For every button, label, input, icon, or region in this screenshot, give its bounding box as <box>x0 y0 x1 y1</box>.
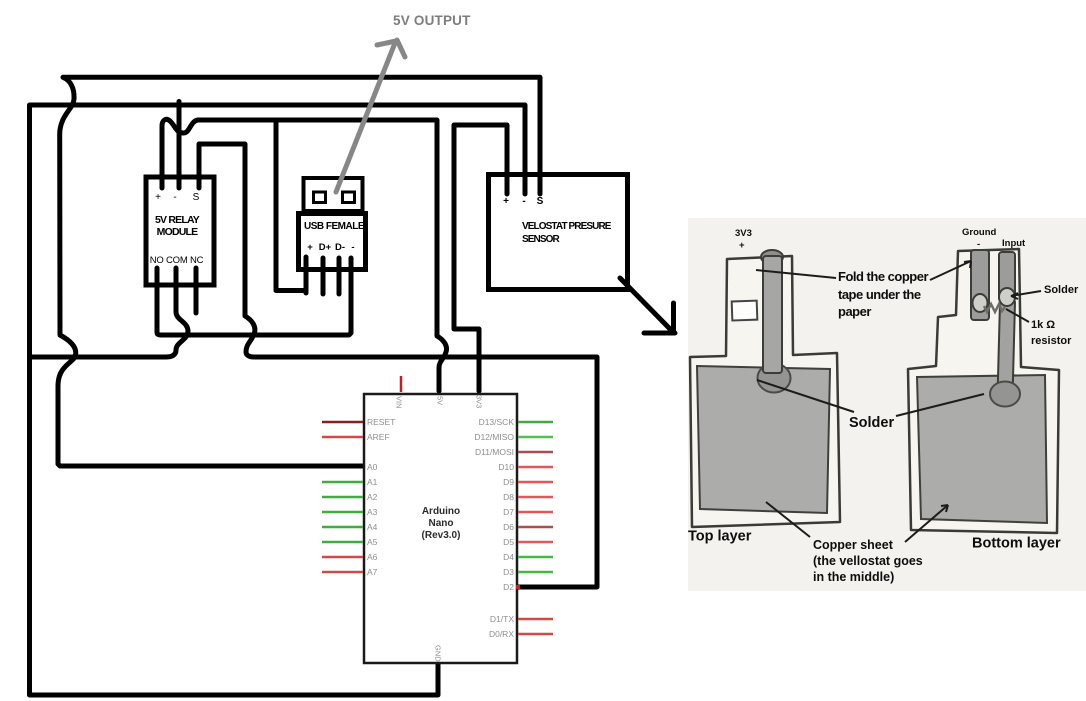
svg-text:D6: D6 <box>503 522 514 532</box>
svg-text:Nano: Nano <box>429 518 454 529</box>
svg-text:(Rev3.0): (Rev3.0) <box>422 530 461 541</box>
svg-text:+: + <box>307 242 313 253</box>
svg-text:D5: D5 <box>503 537 514 547</box>
svg-text:NO COM NC: NO COM NC <box>150 255 204 266</box>
svg-text:D10: D10 <box>498 462 514 472</box>
svg-text:-: - <box>522 196 525 207</box>
svg-text:Copper sheet: Copper sheet <box>813 538 894 552</box>
svg-text:in the middle): in the middle) <box>813 570 894 584</box>
svg-text:3V3: 3V3 <box>735 228 752 239</box>
svg-text:-: - <box>977 239 980 250</box>
svg-text:AREF: AREF <box>367 432 390 442</box>
svg-text:D-: D- <box>335 242 345 253</box>
svg-text:D13/SCK: D13/SCK <box>479 417 515 427</box>
svg-text:-: - <box>173 192 176 203</box>
svg-text:D4: D4 <box>503 552 514 562</box>
svg-text:Arduino: Arduino <box>422 506 460 517</box>
svg-text:D11/MOSI: D11/MOSI <box>475 447 514 457</box>
svg-text:D7: D7 <box>503 507 514 517</box>
svg-text:Top layer: Top layer <box>688 529 752 545</box>
svg-text:Input: Input <box>1002 238 1026 249</box>
svg-text:3V3: 3V3 <box>475 395 484 408</box>
svg-text:USB FEMALE: USB FEMALE <box>304 221 365 232</box>
svg-text:+: + <box>155 192 161 203</box>
svg-text:A6: A6 <box>367 552 378 562</box>
svg-text:D+: D+ <box>319 242 332 253</box>
svg-text:(the vellostat goes: (the vellostat goes <box>813 554 923 568</box>
svg-text:S: S <box>537 196 544 207</box>
svg-text:Ground: Ground <box>962 227 996 238</box>
svg-text:MODULE: MODULE <box>157 226 198 238</box>
svg-text:paper: paper <box>838 304 871 319</box>
svg-text:A4: A4 <box>367 522 378 532</box>
svg-text:1k Ω: 1k Ω <box>1031 319 1055 331</box>
svg-text:RESET: RESET <box>367 417 395 427</box>
svg-text:VIN: VIN <box>395 396 404 409</box>
svg-text:+: + <box>739 240 745 251</box>
svg-text:A7: A7 <box>367 567 378 577</box>
svg-text:D0/RX: D0/RX <box>489 629 514 639</box>
svg-text:A3: A3 <box>367 507 378 517</box>
svg-text:S: S <box>193 192 200 203</box>
svg-text:resistor: resistor <box>1031 335 1072 347</box>
svg-text:D1/TX: D1/TX <box>490 614 514 624</box>
svg-text:A0: A0 <box>367 462 378 472</box>
svg-text:VELOSTAT PRESURE: VELOSTAT PRESURE <box>522 221 612 232</box>
svg-text:D2: D2 <box>503 582 514 592</box>
svg-text:5V RELAY: 5V RELAY <box>155 214 200 226</box>
svg-text:GND: GND <box>434 645 443 662</box>
svg-text:-: - <box>351 242 354 253</box>
svg-text:D9: D9 <box>503 477 514 487</box>
svg-text:A1: A1 <box>367 477 378 487</box>
svg-text:Solder: Solder <box>849 415 894 431</box>
svg-text:tape under the: tape under the <box>838 287 921 302</box>
svg-text:+: + <box>503 196 509 207</box>
svg-text:A5: A5 <box>367 537 378 547</box>
svg-text:D8: D8 <box>503 492 514 502</box>
svg-text:Solder: Solder <box>1044 284 1079 296</box>
svg-text:SENSOR: SENSOR <box>522 234 561 245</box>
svg-text:5V OUTPUT: 5V OUTPUT <box>393 13 471 28</box>
svg-text:5V: 5V <box>436 396 445 405</box>
svg-text:D3: D3 <box>503 567 514 577</box>
svg-text:Fold the copper: Fold the copper <box>838 269 928 284</box>
svg-text:D12/MISO: D12/MISO <box>474 432 514 442</box>
svg-text:A2: A2 <box>367 492 378 502</box>
svg-text:Bottom layer: Bottom layer <box>972 536 1061 552</box>
